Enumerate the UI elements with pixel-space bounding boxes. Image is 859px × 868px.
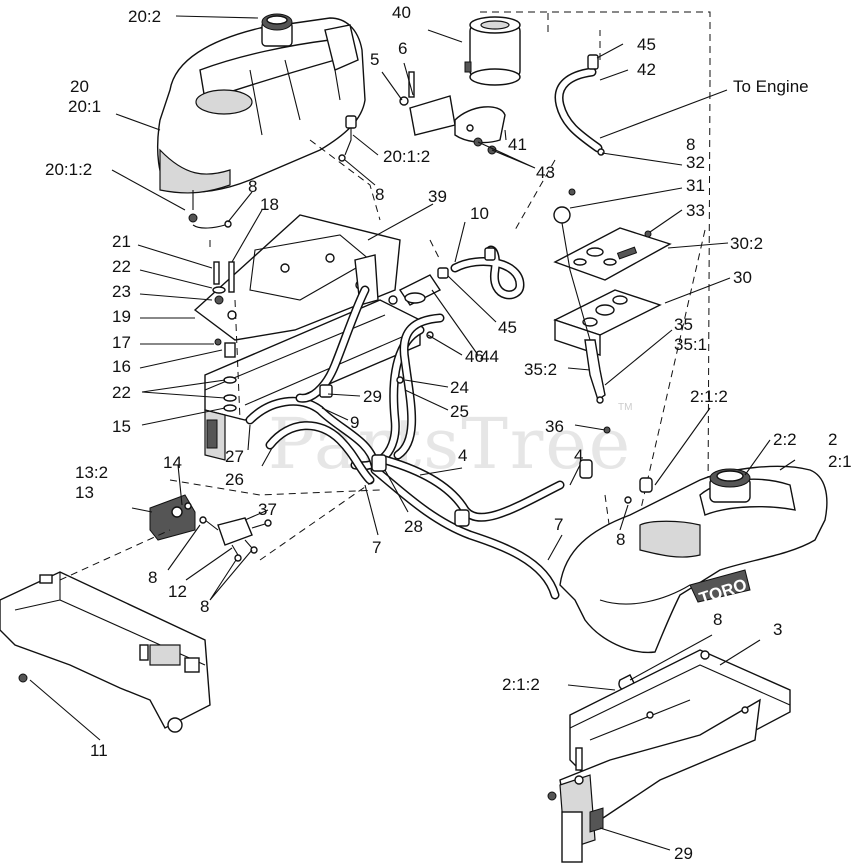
callout-20: 20	[70, 77, 89, 96]
fuel-hose-10	[450, 245, 525, 300]
callout-40: 40	[392, 3, 411, 22]
main-fuel-hoses	[245, 285, 593, 600]
callout-35-1: 35:1	[674, 335, 707, 354]
callout-7-b: 7	[554, 515, 563, 534]
bolt-stack-left	[212, 261, 237, 412]
callout-to-engine: To Engine	[733, 77, 809, 96]
callout-28: 28	[404, 517, 423, 536]
callout-8-f: 8	[616, 530, 625, 549]
callout-10: 10	[470, 204, 489, 223]
callout-37: 37	[258, 500, 277, 519]
callout-5: 5	[370, 50, 379, 69]
callout-9: 9	[350, 413, 359, 432]
left-mount-plate	[193, 214, 401, 341]
callout-26: 26	[225, 470, 244, 489]
callout-32: 32	[686, 153, 705, 172]
callout-20-1-2-right: 20:1:2	[383, 147, 430, 166]
leader-lines	[29, 15, 796, 851]
callout-45-a: 45	[498, 318, 517, 337]
callout-22-a: 22	[112, 257, 131, 276]
filter-bracket	[399, 71, 506, 155]
callout-14: 14	[163, 453, 182, 472]
tank-fittings-left	[192, 115, 357, 229]
callout-2-1-2-top: 2:1:2	[690, 387, 728, 406]
callout-8-g: 8	[713, 610, 722, 629]
callout-43: 43	[536, 163, 555, 182]
callout-8-c: 8	[148, 568, 157, 587]
callout-20-1: 20:1	[68, 97, 101, 116]
callout-27: 27	[225, 447, 244, 466]
callout-17: 17	[112, 333, 131, 352]
callout-2-1: 2:1	[828, 452, 852, 471]
callout-23: 23	[112, 282, 131, 301]
callout-39: 39	[428, 187, 447, 206]
callout-18: 18	[260, 195, 279, 214]
callout-2-2: 2:2	[773, 430, 797, 449]
callout-15: 15	[112, 417, 131, 436]
callout-13-2: 13:2	[75, 463, 108, 482]
control-panel	[553, 188, 672, 434]
callout-2-1-2-bottom: 2:1:2	[502, 675, 540, 694]
callout-44: 44	[480, 347, 499, 366]
callout-8-e: 8	[686, 135, 695, 154]
right-frame	[547, 649, 791, 863]
callout-25: 25	[450, 402, 469, 421]
callout-7-a: 7	[372, 538, 381, 557]
callout-36: 36	[545, 417, 564, 436]
left-fuel-tank	[157, 13, 366, 223]
callout-30: 30	[733, 268, 752, 287]
fuel-filter	[464, 16, 521, 86]
fuel-line-42	[554, 54, 605, 156]
callout-21: 21	[112, 232, 131, 251]
callout-2: 2	[828, 430, 837, 449]
callout-35: 35	[674, 315, 693, 334]
callout-19: 19	[112, 307, 131, 326]
callout-20-1-2-left: 20:1:2	[45, 160, 92, 179]
callout-13: 13	[75, 483, 94, 502]
callout-8-b: 8	[375, 185, 384, 204]
watermark-tm: TM	[618, 402, 632, 413]
fuel-valve-bracket	[149, 494, 272, 562]
callout-46: 46	[465, 347, 484, 366]
callout-4-a: 4	[458, 446, 467, 465]
callout-41: 41	[508, 135, 527, 154]
callout-8-d: 8	[200, 597, 209, 616]
callout-16: 16	[112, 357, 131, 376]
callout-33: 33	[686, 201, 705, 220]
callout-29-a: 29	[363, 387, 382, 406]
inline-filter-44	[388, 267, 449, 306]
callout-4-b: 4	[574, 446, 583, 465]
callout-30-2: 30:2	[730, 234, 763, 253]
callout-11: 11	[90, 741, 108, 760]
callout-3: 3	[773, 620, 782, 639]
callout-22-b: 22	[112, 383, 131, 402]
callout-24: 24	[450, 378, 469, 397]
callout-20-2: 20:2	[128, 7, 161, 26]
callout-6: 6	[398, 39, 407, 58]
callout-12: 12	[168, 582, 187, 601]
callout-45-b: 45	[637, 35, 656, 54]
callout-labels: 20:2 20 20:1 20:1:2 20:1:2 8 8 18 21 22 …	[45, 3, 852, 863]
callout-42: 42	[637, 60, 656, 79]
callout-8-a: 8	[248, 177, 257, 196]
callout-35-2: 35:2	[524, 360, 557, 379]
callout-29-b: 29	[674, 844, 693, 863]
callout-31: 31	[686, 176, 705, 195]
left-lower-frame	[0, 571, 211, 733]
right-fuel-tank: TORO	[559, 465, 828, 692]
